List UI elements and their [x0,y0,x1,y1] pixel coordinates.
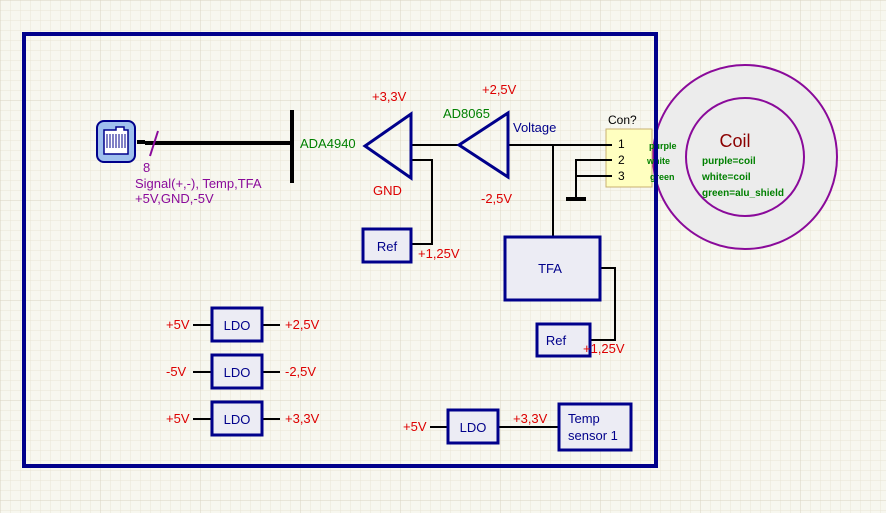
coil-inner-ring [685,97,805,217]
coil-purple-note: purple=coil [702,156,756,167]
rj45-contacts [106,134,126,148]
coil[interactable]: Coil purple=coil white=coil green=alu_sh… [652,64,838,250]
connector-wire-2: white [646,156,670,166]
ad8065-supply-pos: +2,5V [482,82,517,97]
ldo3-label: LDO [224,412,251,427]
tfa-block[interactable]: TFA [503,235,602,302]
ref1-box [361,227,413,264]
ad8065-supply-neg: -2,5V [481,191,512,206]
ada4940-supply-neg: GND [373,183,402,198]
cable-power-label: +5V,GND,-5V [135,191,214,206]
coil-title: Coil [719,131,750,151]
ref-block-1[interactable]: Ref +1,25V [361,227,460,264]
ldo1-box [210,306,264,343]
ref2-label: Ref [546,333,567,348]
ldo-3[interactable]: LDO +5V +3,3V [166,400,320,437]
ldo-4[interactable]: LDO +5V +3,3V [403,408,548,445]
ldo2-output: -2,5V [285,364,316,379]
ldo-2[interactable]: LDO -5V -2,5V [166,353,316,390]
temp-sensor-line2: sensor 1 [568,428,618,443]
ada4940-name: ADA4940 [300,136,356,151]
connector-body [605,128,653,188]
coil-white-note: white=coil [701,172,751,183]
bus-width-label: 8 [143,160,150,175]
ada4940-triangle [362,111,413,181]
amp-ada4940[interactable]: ADA4940 +3,3V GND [300,89,413,198]
ldo4-output: +3,3V [513,411,548,426]
ref1-value: +1,25V [418,246,460,261]
temp-sensor-box [557,402,633,452]
ldo-1[interactable]: LDO +5V +2,5V [166,306,320,343]
ldo3-box [210,400,264,437]
connector-wire-1: purple [649,141,677,151]
rj45-jack[interactable]: 8 Signal(+,-), Temp,TFA +5V,GND,-5V [96,120,262,206]
wire-ref1 [411,159,433,245]
connector-wire-3: green [650,172,675,182]
wires [145,110,616,428]
cable-signals-label: Signal(+,-), Temp,TFA [135,176,262,191]
temp-sensor-line1: Temp [568,411,600,426]
wire-ref2 [590,267,616,341]
ldo4-box [446,408,500,445]
ad8065-name: AD8065 [443,106,490,121]
temp-sensor[interactable]: Temp sensor 1 [557,402,633,452]
ldo3-input: +5V [166,411,190,426]
connector-ref: Con? [608,113,637,127]
board-outline [22,32,658,468]
bus-width-slash [149,130,159,157]
ldo4-input: +5V [403,419,427,434]
voltage-net-label: Voltage [513,120,556,135]
ada4940-supply-pos: +3,3V [372,89,407,104]
tfa-box [503,235,602,302]
ref2-box [535,322,592,358]
tfa-label: TFA [538,261,562,276]
ldo2-label: LDO [224,365,251,380]
ldo2-box [210,353,264,390]
wire-pin2 [575,159,612,199]
ref2-value: +1,25V [583,341,625,356]
ldo1-input: +5V [166,317,190,332]
ldo3-output: +3,3V [285,411,320,426]
amp-ad8065[interactable]: AD8065 +2,5V -2,5V Voltage [443,82,556,206]
ldo2-input: -5V [166,364,187,379]
ldo1-label: LDO [224,318,251,333]
connector[interactable]: Con? 1 2 3 purple white green [605,113,677,188]
ldo1-output: +2,5V [285,317,320,332]
ad8065-triangle [456,110,510,180]
coil-green-note: green=alu_shield [702,188,784,199]
ldo4-label: LDO [460,420,487,435]
connector-pin-2: 2 [618,153,625,167]
ref1-label: Ref [377,239,398,254]
connector-pin-3: 3 [618,169,625,183]
connector-pin-1: 1 [618,137,625,151]
ref-block-2[interactable]: Ref +1,25V [535,322,625,358]
